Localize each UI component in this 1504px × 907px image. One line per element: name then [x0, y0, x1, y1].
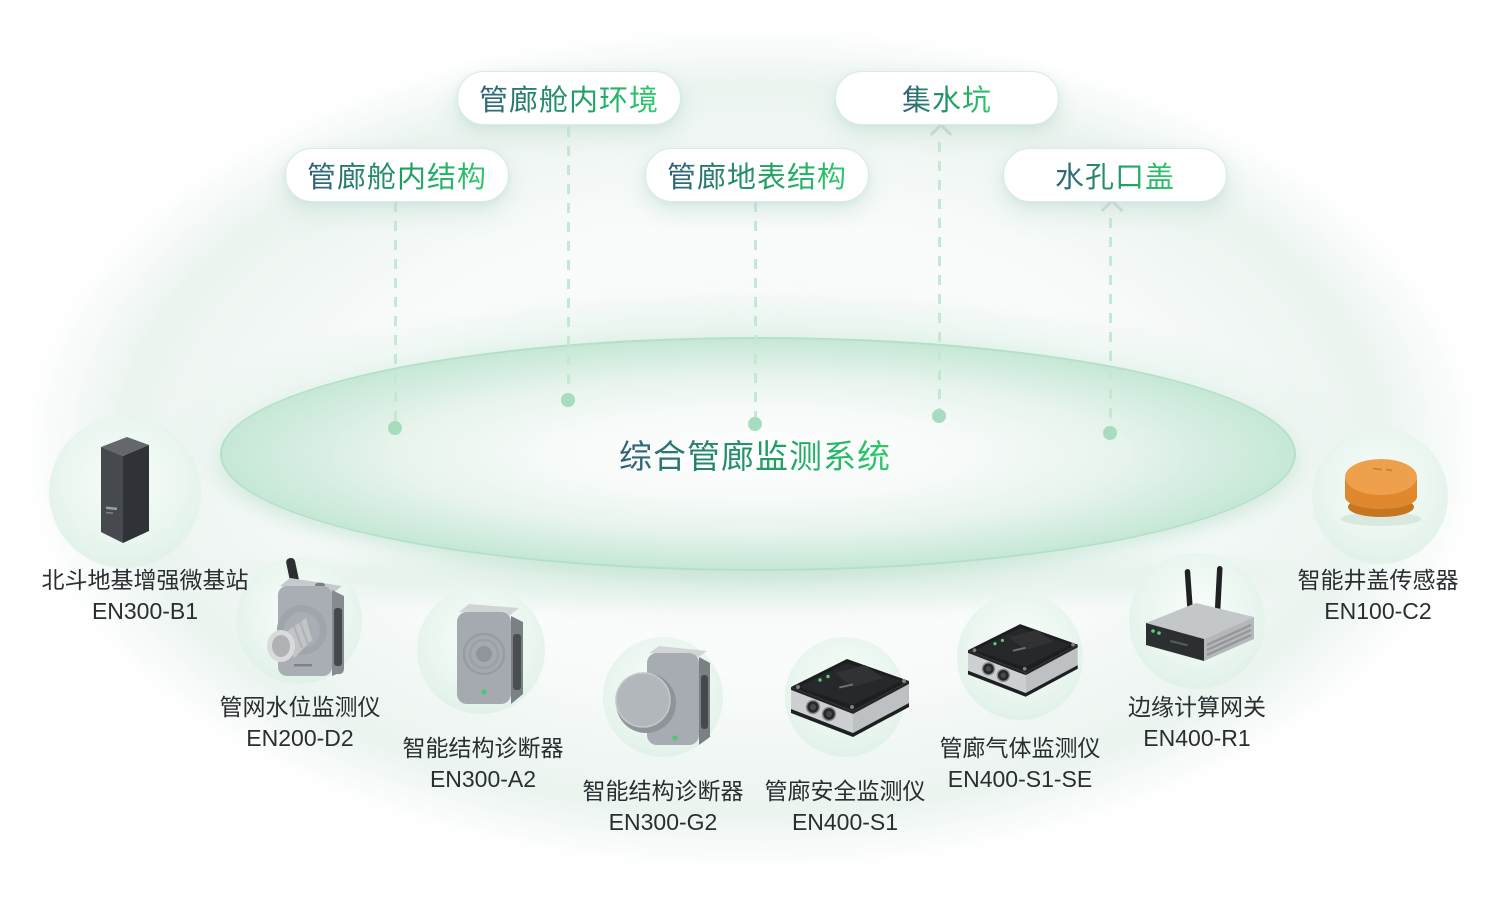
device-model: EN300-A2	[429, 766, 537, 792]
target-pill-label: 集水坑	[902, 77, 992, 119]
link-line-cabin-environment	[567, 127, 570, 394]
link-line-cabin-structure	[394, 202, 397, 422]
device-label-group: 智能结构诊断器 EN300-A2	[403, 733, 564, 795]
target-pill-sump-pit: 集水坑	[835, 71, 1059, 125]
device-name: 北斗地基增强微基站	[41, 567, 249, 593]
device-model: EN300-B1	[91, 598, 199, 624]
system-title: 综合管廊监测系统	[619, 430, 891, 478]
link-dot	[1103, 426, 1117, 440]
structure-diagnoser-icon	[457, 604, 523, 704]
device-label-group: 管廊气体监测仪 EN400-S1-SE	[940, 733, 1101, 795]
device-label-group: 管廊安全监测仪 EN400-S1	[765, 776, 926, 838]
target-pill-surface-structure: 管廊地表结构	[645, 148, 869, 202]
target-pill-label: 管廊地表结构	[667, 154, 847, 196]
target-pill-label: 水孔口盖	[1055, 154, 1175, 196]
device-model: EN400-R1	[1143, 725, 1251, 751]
device-label-group: 北斗地基增强微基站 EN300-B1	[42, 565, 249, 627]
gas-monitor-icon	[967, 624, 1078, 697]
edge-gateway-icon	[1146, 566, 1254, 661]
device-name: 管网水位监测仪	[219, 694, 381, 720]
link-line-sump-pit	[938, 142, 941, 410]
link-dot	[388, 421, 402, 435]
device-label-group: 智能结构诊断器 EN300-G2	[583, 776, 744, 838]
device-label-group: 边缘计算网关 EN400-R1	[1128, 692, 1266, 754]
target-pill-cabin-structure: 管廊舱内结构	[285, 148, 509, 202]
target-pill-label: 管廊舱内结构	[307, 154, 487, 196]
target-pill-cabin-environment: 管廊舱内环境	[457, 71, 681, 125]
link-dot	[561, 393, 575, 407]
safety-monitor-icon	[791, 659, 909, 737]
device-label-group: 管网水位监测仪 EN200-D2	[220, 692, 381, 754]
link-dot	[932, 409, 946, 423]
link-dot	[748, 417, 762, 431]
platform-ellipse	[220, 337, 1296, 571]
link-line-surface-structure	[754, 202, 757, 419]
target-pill-water-hole-cover: 水孔口盖	[1003, 148, 1227, 202]
device-name: 管廊安全监测仪	[764, 778, 926, 804]
device-model: EN200-D2	[246, 725, 354, 751]
device-model: EN100-C2	[1324, 598, 1432, 624]
device-name: 管廊气体监测仪	[939, 735, 1101, 761]
manhole-cover-sensor-icon	[1341, 459, 1421, 526]
device-model: EN400-S1-SE	[947, 766, 1093, 792]
device-label-group: 智能井盖传感器 EN100-C2	[1298, 565, 1459, 627]
structure-diagnoser-knob-icon	[615, 646, 710, 745]
beidou-base-station-icon	[101, 437, 149, 543]
device-model: EN300-G2	[608, 809, 718, 835]
device-name: 智能井盖传感器	[1297, 567, 1459, 593]
target-pill-label: 管廊舱内环境	[479, 77, 659, 119]
device-name: 智能结构诊断器	[582, 778, 744, 804]
water-level-monitor-icon	[267, 557, 344, 676]
device-model: EN400-S1	[791, 809, 899, 835]
device-name: 边缘计算网关	[1128, 694, 1266, 720]
device-name: 智能结构诊断器	[402, 735, 564, 761]
link-line-water-hole-cover	[1109, 218, 1112, 427]
